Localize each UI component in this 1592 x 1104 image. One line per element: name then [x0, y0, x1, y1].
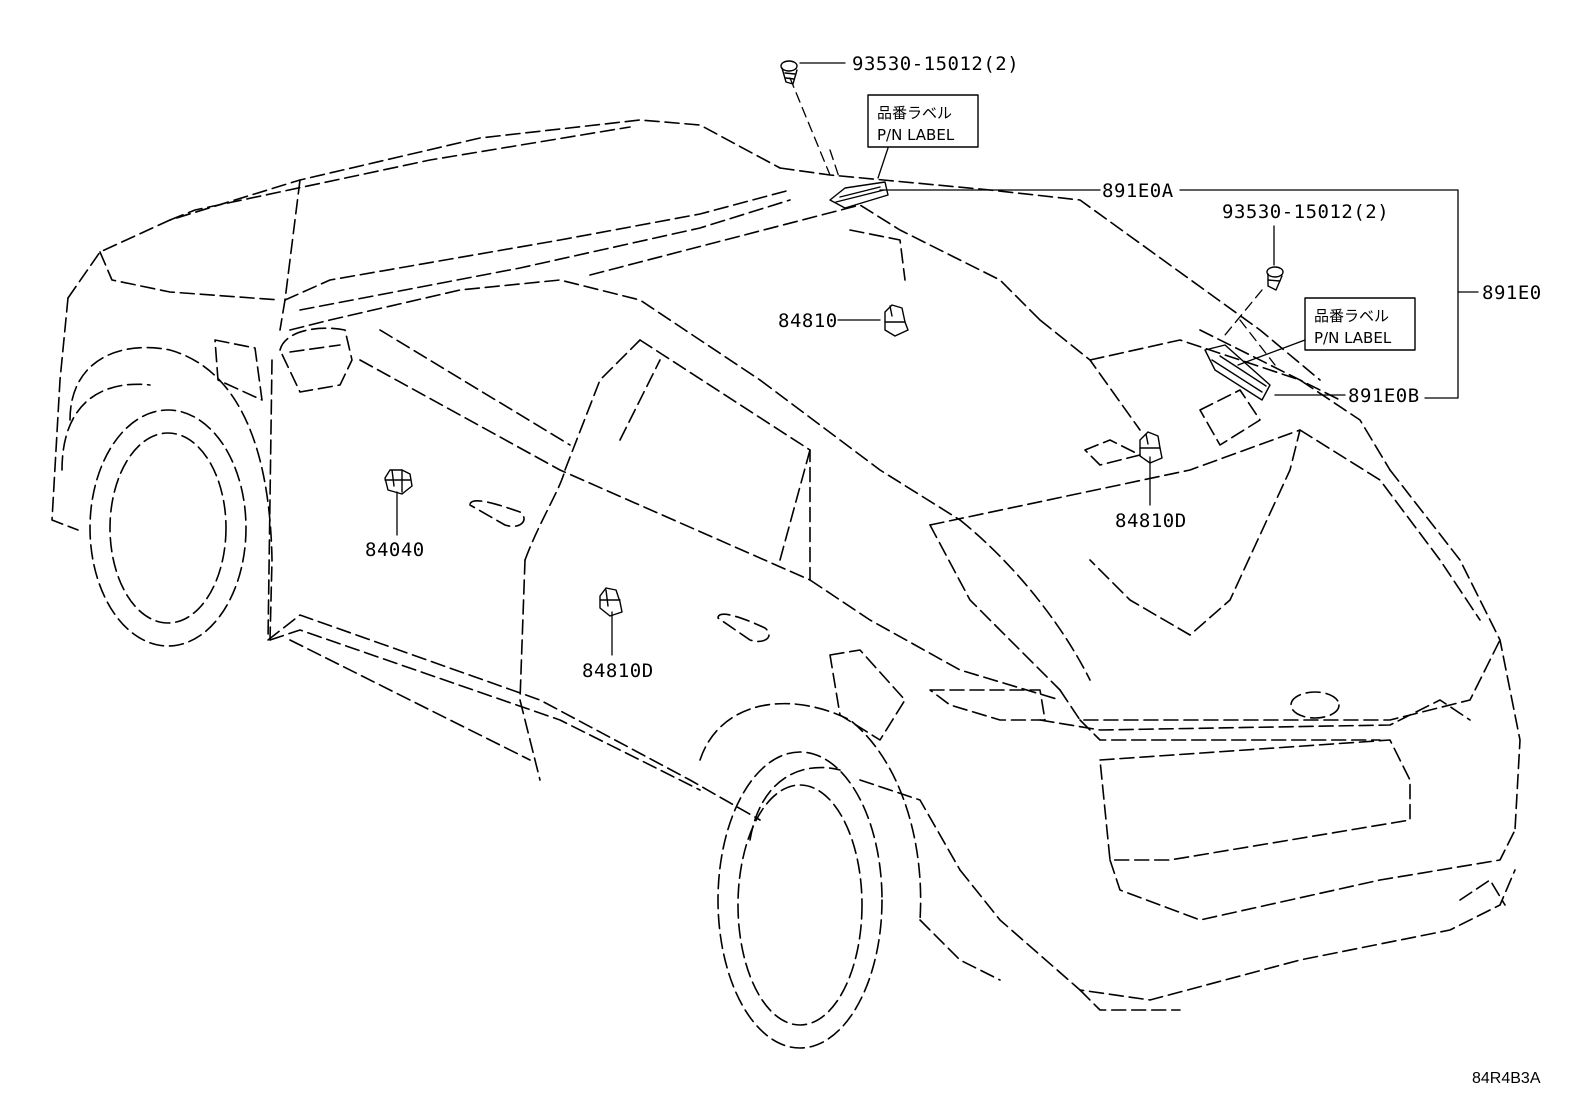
pn-label-top-en: P/N LABEL [877, 126, 955, 144]
vehicle-outline [51, 119, 1521, 1049]
screw-top-icon [780, 60, 798, 85]
callout-antenna-assy: 891E0 [1482, 282, 1542, 304]
callout-screw-top: 93530-15012(2) [852, 53, 1019, 75]
antenna-rear-part [1204, 344, 1271, 401]
pn-label-top-jp: 品番ラベル [877, 104, 952, 122]
antenna-front-part [829, 181, 889, 209]
pn-label-right-jp: 品番ラベル [1314, 307, 1389, 325]
pn-label-box-right [1304, 297, 1416, 351]
callout-sensor-rear-door: 84810D [582, 660, 654, 682]
sensor-front-door-part [384, 469, 413, 495]
figure-code: 84R4B3A [1472, 1070, 1541, 1087]
sensor-rear-door-part [599, 587, 623, 617]
callout-sensor-front-door: 84040 [365, 539, 425, 561]
pn-label-right-en: P/N LABEL [1314, 329, 1392, 347]
screw-right-icon [1266, 266, 1284, 291]
callout-screw-right: 93530-15012(2) [1222, 201, 1389, 223]
callout-antenna-front: 891E0A [1102, 180, 1174, 202]
pn-label-box-top [867, 94, 979, 148]
sensor-rear-part [1139, 431, 1163, 464]
sensor-roof-part [884, 304, 909, 337]
callout-sensor-roof: 84810 [778, 310, 838, 332]
callout-sensor-rear: 84810D [1115, 510, 1187, 532]
callout-antenna-rear: 891E0B [1348, 385, 1420, 407]
leader-lines [396, 62, 1479, 656]
